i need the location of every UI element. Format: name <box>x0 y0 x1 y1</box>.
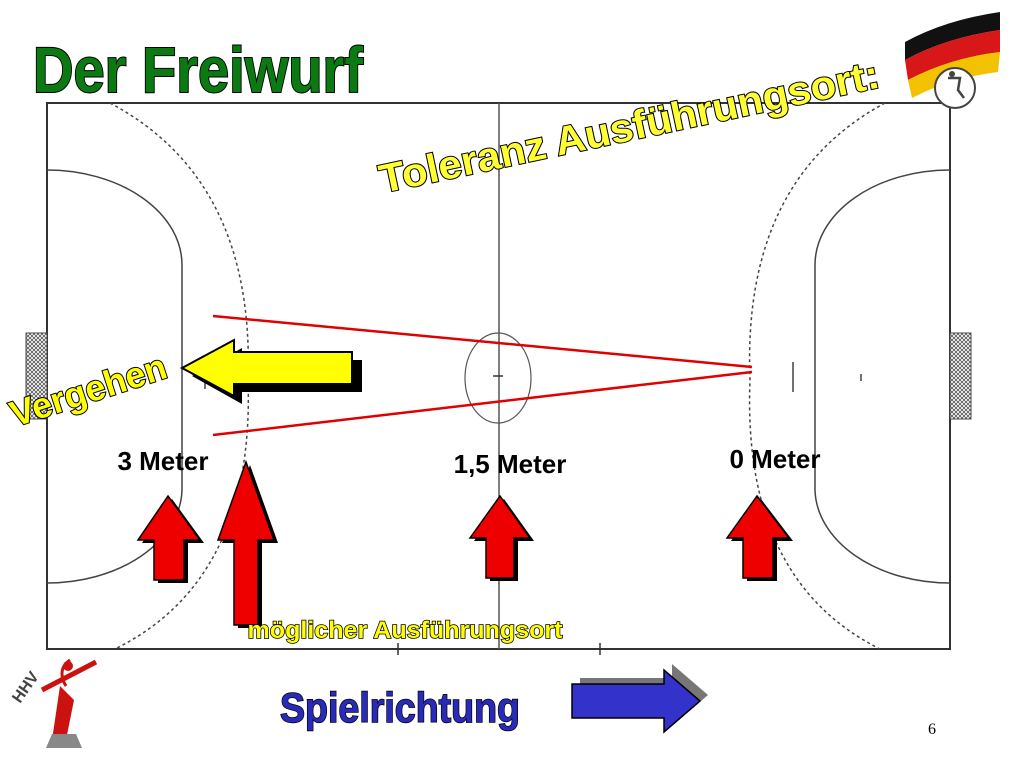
hhv-logo: HHV <box>9 658 98 748</box>
label-0-meter: 0 Meter <box>729 444 820 474</box>
tolerance-lines <box>212 314 753 437</box>
red-arrow-up-right-icon <box>725 494 793 581</box>
label-1-5-meter: 1,5 Meter <box>454 449 567 479</box>
hhv-logo-text: HHV <box>9 669 42 707</box>
center-circle <box>464 332 532 424</box>
left-free-throw-line <box>109 102 250 650</box>
page-title: Der Freiwurf <box>33 34 364 106</box>
label-3-meter: 3 Meter <box>117 446 208 476</box>
red-arrow-up-center-icon <box>468 494 534 581</box>
tolerance-line-top <box>212 314 753 369</box>
possible-place-label: möglicher Ausführungsort <box>248 617 563 644</box>
page-number: 6 <box>928 721 936 738</box>
right-goal-area-line <box>814 169 951 584</box>
tolerance-line-bottom <box>212 370 753 437</box>
direction-label: Spielrichtung <box>280 684 520 731</box>
dhb-flag-emblem <box>905 12 1000 109</box>
yellow-arrow-left-icon <box>179 338 362 404</box>
right-free-throw-line <box>748 102 886 650</box>
left-goal-net-icon <box>25 332 48 420</box>
right-goal-net-icon <box>949 332 972 420</box>
left-goal-area-line <box>46 169 183 584</box>
red-arrow-up-long-icon <box>216 459 278 628</box>
blue-arrow-right-icon <box>571 664 708 734</box>
red-arrow-up-icon <box>136 494 204 583</box>
